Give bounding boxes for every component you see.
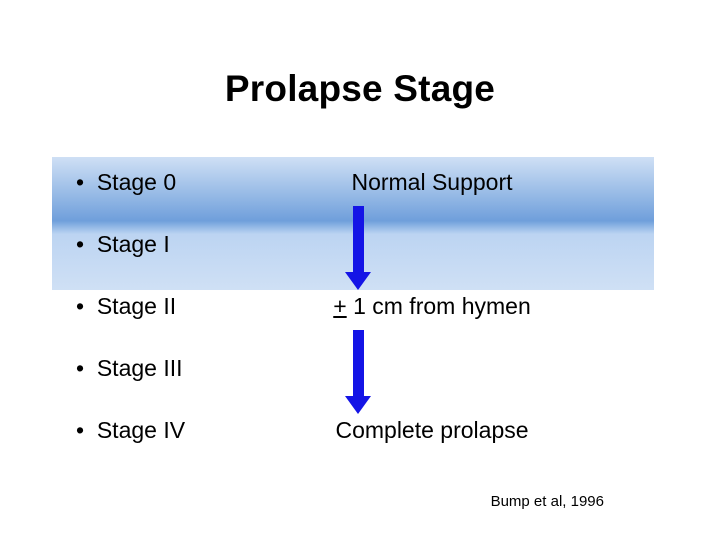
stage-desc-2: + 1 cm from hymen (262, 293, 602, 320)
stage-bullet-1: • Stage I (76, 231, 170, 257)
plus-minus-symbol: + (333, 293, 347, 319)
down-arrow-icon (345, 330, 371, 414)
stage-desc-2-text: 1 cm from hymen (346, 293, 531, 319)
stage-list: • Stage 0 Normal Support • Stage I • Sta… (52, 157, 654, 467)
list-item: • Stage IV Complete prolapse (52, 405, 654, 467)
stage-desc-0: Normal Support (351, 169, 513, 195)
list-item: • Stage 0 Normal Support (52, 157, 654, 219)
arrow-head (345, 396, 371, 414)
arrow-shaft (353, 206, 364, 272)
stage-bullet-3: • Stage III (76, 355, 183, 381)
stage-bullet-4: • Stage IV (76, 417, 186, 443)
list-item: • Stage I (52, 219, 654, 281)
stage-bullet-0: • Stage 0 (76, 169, 177, 195)
arrow-head (345, 272, 371, 290)
stage-bullet-2: • Stage II (76, 293, 177, 319)
citation: Bump et al, 1996 (490, 493, 604, 510)
stage-desc-4: Complete prolapse (335, 417, 529, 443)
list-item: • Stage III (52, 343, 654, 405)
list-item: • Stage II + 1 cm from hymen (52, 281, 654, 343)
down-arrow-icon (345, 206, 371, 290)
arrow-shaft (353, 330, 364, 396)
page-title: Prolapse Stage (224, 68, 496, 109)
